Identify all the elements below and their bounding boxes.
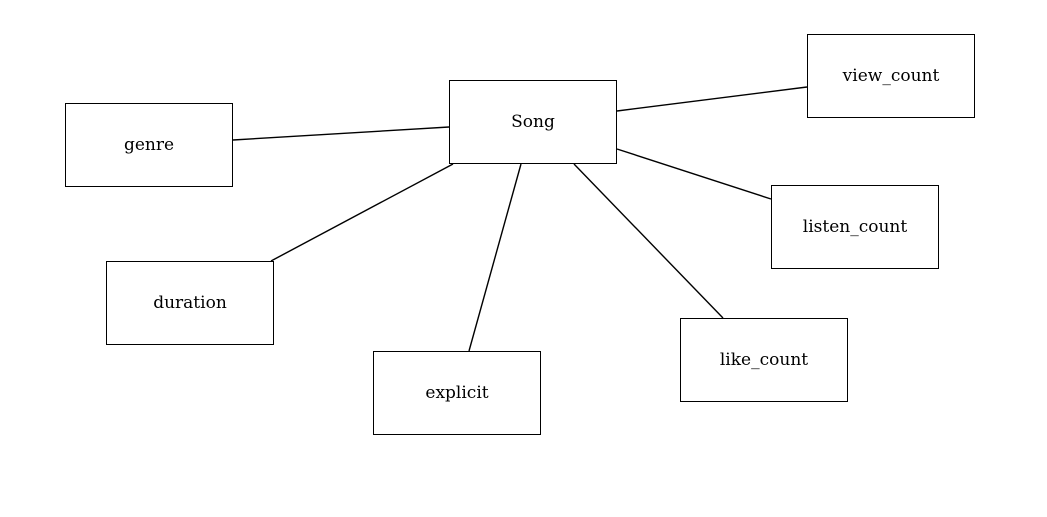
edge-song-view	[616, 86, 808, 112]
entity-song-label: Song	[511, 112, 555, 132]
attribute-listen-count-box: listen_count	[771, 185, 939, 269]
attribute-explicit-box: explicit	[373, 351, 541, 435]
attribute-like-count-label: like_count	[719, 350, 809, 370]
edge-song-like	[573, 163, 724, 319]
attribute-explicit-label: explicit	[425, 383, 489, 403]
attribute-genre-box: genre	[65, 103, 233, 187]
edge-song-genre	[232, 126, 450, 141]
attribute-listen-count-label: listen_count	[802, 217, 908, 237]
attribute-duration-box: duration	[106, 261, 274, 345]
entity-song-box: Song	[449, 80, 617, 164]
edge-song-listen	[616, 148, 772, 200]
attribute-view-count-label: view_count	[842, 66, 940, 86]
attribute-like-count-box: like_count	[680, 318, 848, 402]
attribute-genre-label: genre	[123, 135, 175, 155]
attribute-duration-label: duration	[153, 293, 227, 313]
edge-song-explicit	[468, 163, 522, 352]
edge-song-duration	[270, 163, 454, 262]
attribute-view-count-box: view_count	[807, 34, 975, 118]
